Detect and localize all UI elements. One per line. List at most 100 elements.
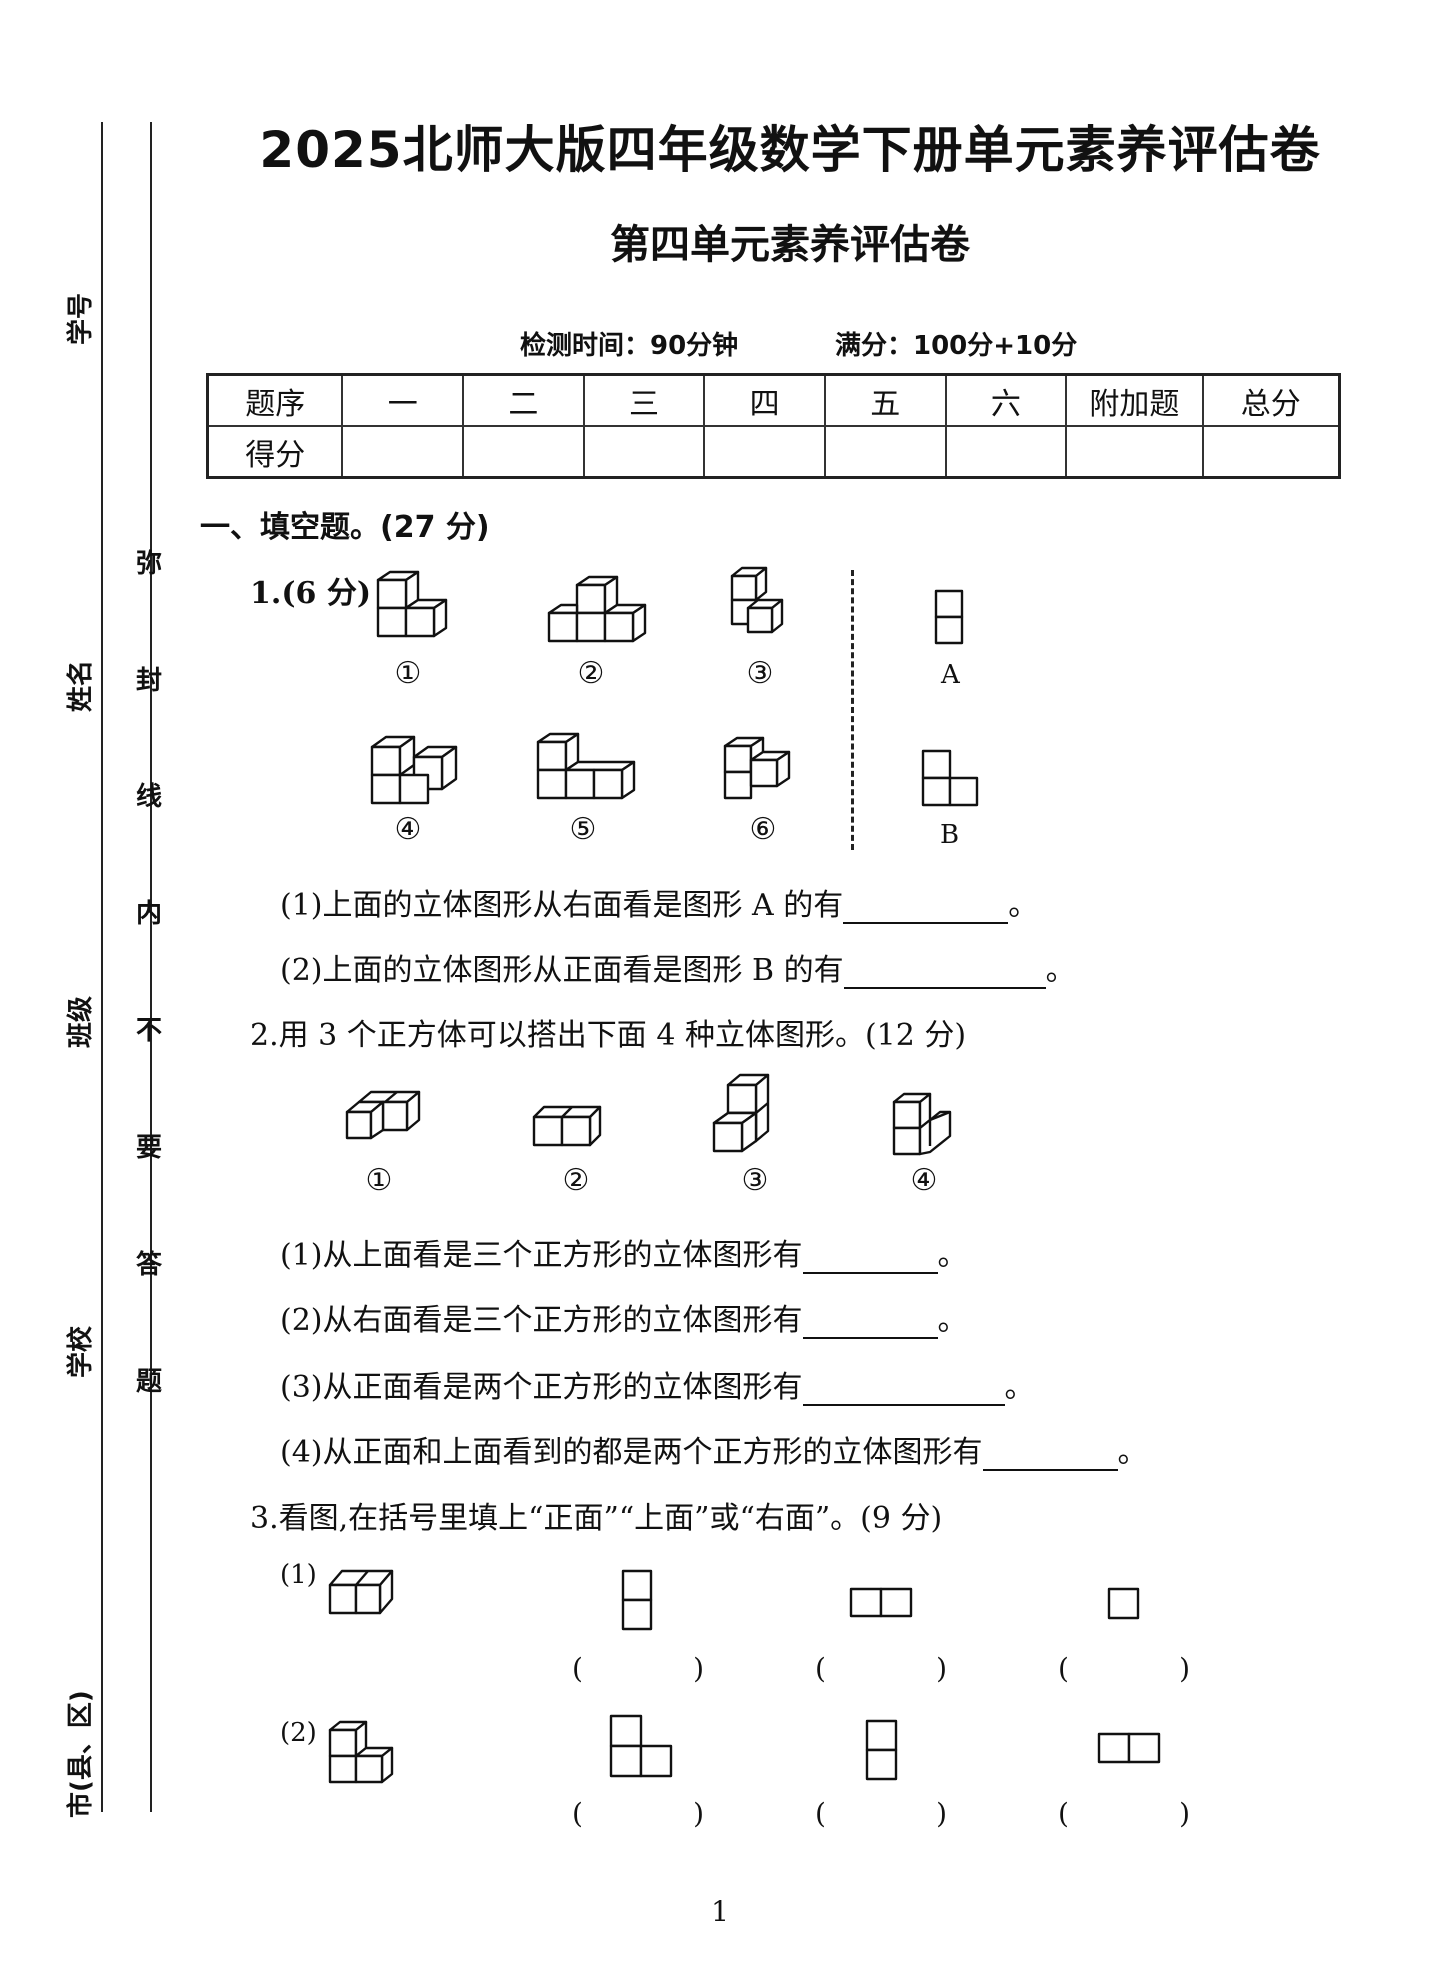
q1-sub2-blank[interactable] xyxy=(843,955,1046,989)
q1-figure-5 xyxy=(536,732,636,800)
q3-part1-answer-3[interactable]: () xyxy=(1058,1652,1190,1685)
page-title: 2025北师大版四年级数学下册单元素养评估卷 xyxy=(259,121,1321,179)
score-header-cell: 一 xyxy=(341,373,465,427)
q3-part2-view-3 xyxy=(1097,1732,1161,1764)
binding-label-name: 姓名 xyxy=(66,659,96,712)
q2-sub3: (3)从正面看是两个正方形的立体图形有 。 xyxy=(280,1362,1035,1406)
score-header-cell: 三 xyxy=(582,373,706,427)
q3-part1-view-2 xyxy=(849,1587,913,1618)
q3-part1-answer-2[interactable]: () xyxy=(815,1652,947,1685)
q3-part2-answer-1[interactable]: () xyxy=(572,1797,704,1830)
binding-char-8: 题 xyxy=(136,1367,163,1397)
binding-line-outer xyxy=(101,122,103,1812)
q1-view-a xyxy=(934,589,964,645)
binding-label-city: 市(县、区) xyxy=(66,1690,96,1818)
q2-sub4-text: (4)从正面和上面看到的都是两个正方形的立体图形有 xyxy=(280,1435,983,1470)
q2-figure-3 xyxy=(712,1073,770,1153)
score-input-cell[interactable] xyxy=(582,425,706,479)
binding-label-class: 班级 xyxy=(66,995,96,1048)
score-input-cell[interactable] xyxy=(462,425,585,479)
paren-open: ( xyxy=(1058,1797,1069,1830)
page-subtitle: 第四单元素养评估卷 xyxy=(610,222,970,268)
q2-sub1-period: 。 xyxy=(937,1238,968,1273)
q2-sub3-text: (3)从正面看是两个正方形的立体图形有 xyxy=(280,1370,803,1405)
q3-part2-answer-3[interactable]: () xyxy=(1058,1797,1190,1830)
q2-label: 2.用 3 个正方体可以搭出下面 4 种立体图形。(12 分) xyxy=(250,1018,967,1053)
q3-label: 3.看图,在括号里填上“正面”“上面”或“右面”。(9 分) xyxy=(250,1501,943,1536)
q2-sub2-text: (2)从右面看是三个正方形的立体图形有 xyxy=(280,1303,803,1338)
q3-part2-label: (2) xyxy=(280,1718,317,1748)
q1-figure-6-number: ⑥ xyxy=(749,812,777,847)
q2-figure-1-number: ① xyxy=(365,1163,393,1198)
q3-part1-answer-1[interactable]: () xyxy=(572,1652,704,1685)
paren-close: ) xyxy=(1179,1652,1190,1685)
q1-view-b-label: B xyxy=(940,820,960,850)
q2-sub4-period: 。 xyxy=(1117,1435,1148,1470)
score-header-cell: 二 xyxy=(462,373,585,427)
score-row-label: 得分 xyxy=(206,425,344,479)
score-input-cell[interactable] xyxy=(1065,425,1204,479)
paren-close: ) xyxy=(693,1652,704,1685)
q1-figure-4 xyxy=(370,735,458,805)
q2-figure-4-number: ④ xyxy=(910,1163,938,1198)
score-header-cell: 题序 xyxy=(206,373,344,427)
q3-part1-label: (1) xyxy=(280,1560,317,1590)
score-input-cell[interactable] xyxy=(1201,425,1341,479)
q3-part1-figure xyxy=(328,1569,394,1615)
score-input-cell[interactable] xyxy=(944,425,1068,479)
q2-sub3-period: 。 xyxy=(1004,1370,1035,1405)
q1-figure-3-number: ③ xyxy=(746,656,774,691)
binding-char-2: 封 xyxy=(136,666,163,696)
q1-figure-2-number: ② xyxy=(577,656,605,691)
binding-line-inner xyxy=(150,122,152,1812)
score-header-cell: 六 xyxy=(944,373,1068,427)
paren-close: ) xyxy=(936,1797,947,1830)
q1-view-b xyxy=(921,749,979,807)
paren-close: ) xyxy=(693,1797,704,1830)
score-input-cell[interactable] xyxy=(823,425,947,479)
q3-part2-view-1 xyxy=(609,1714,673,1778)
q1-divider xyxy=(851,570,854,850)
paren-open: ( xyxy=(1058,1652,1069,1685)
binding-char-6: 要 xyxy=(136,1133,163,1163)
q1-sub1: (1)上面的立体图形从右面看是图形 A 的有。 xyxy=(280,880,1038,924)
score-header-cell: 四 xyxy=(703,373,826,427)
q1-figure-1-number: ① xyxy=(394,656,422,691)
score-table-header-row: 题序 一 二 三 四 五 六 附加题 总分 xyxy=(206,373,1341,427)
paren-open: ( xyxy=(815,1797,826,1830)
paren-open: ( xyxy=(815,1652,826,1685)
q1-figure-5-number: ⑤ xyxy=(569,812,597,847)
q2-sub3-blank[interactable] xyxy=(802,1372,1005,1406)
q2-figure-3-number: ③ xyxy=(741,1163,769,1198)
q2-figure-1 xyxy=(345,1090,421,1140)
full-score: 满分：100分+10分 xyxy=(835,331,1078,361)
score-input-cell[interactable] xyxy=(703,425,826,479)
q1-figure-4-number: ④ xyxy=(394,812,422,847)
q2-figure-4 xyxy=(892,1092,952,1156)
q2-figure-2 xyxy=(532,1105,602,1147)
paren-close: ) xyxy=(936,1652,947,1685)
page-number: 1 xyxy=(711,1895,729,1928)
q3-part2-answer-2[interactable]: () xyxy=(815,1797,947,1830)
score-header-cell: 总分 xyxy=(1201,373,1341,427)
q1-figure-1 xyxy=(376,570,448,638)
q1-sub1-blank[interactable] xyxy=(843,890,1009,924)
q1-sub1-text: (1)上面的立体图形从右面看是图形 A 的有 xyxy=(280,888,844,923)
exam-time: 检测时间：90分钟 xyxy=(520,331,739,361)
paren-close: ) xyxy=(1179,1797,1190,1830)
score-input-cell[interactable] xyxy=(341,425,465,479)
q1-sub2-text: (2)上面的立体图形从正面看是图形 B 的有 xyxy=(280,953,844,988)
binding-char-7: 答 xyxy=(136,1250,163,1280)
binding-char-3: 线 xyxy=(136,782,163,812)
paren-open: ( xyxy=(572,1797,583,1830)
q1-figure-3 xyxy=(730,566,784,634)
binding-char-1: 弥 xyxy=(136,549,163,579)
q2-sub2-blank[interactable] xyxy=(802,1305,938,1339)
score-header-cell: 五 xyxy=(823,373,947,427)
q2-sub1-blank[interactable] xyxy=(802,1240,938,1274)
q1-figure-6 xyxy=(723,736,791,800)
q2-sub2-period: 。 xyxy=(937,1303,968,1338)
score-table: 题序 一 二 三 四 五 六 附加题 总分 得分 xyxy=(206,373,1341,479)
section-1-heading: 一、填空题。(27 分) xyxy=(200,510,490,545)
q2-sub4-blank[interactable] xyxy=(982,1437,1118,1471)
